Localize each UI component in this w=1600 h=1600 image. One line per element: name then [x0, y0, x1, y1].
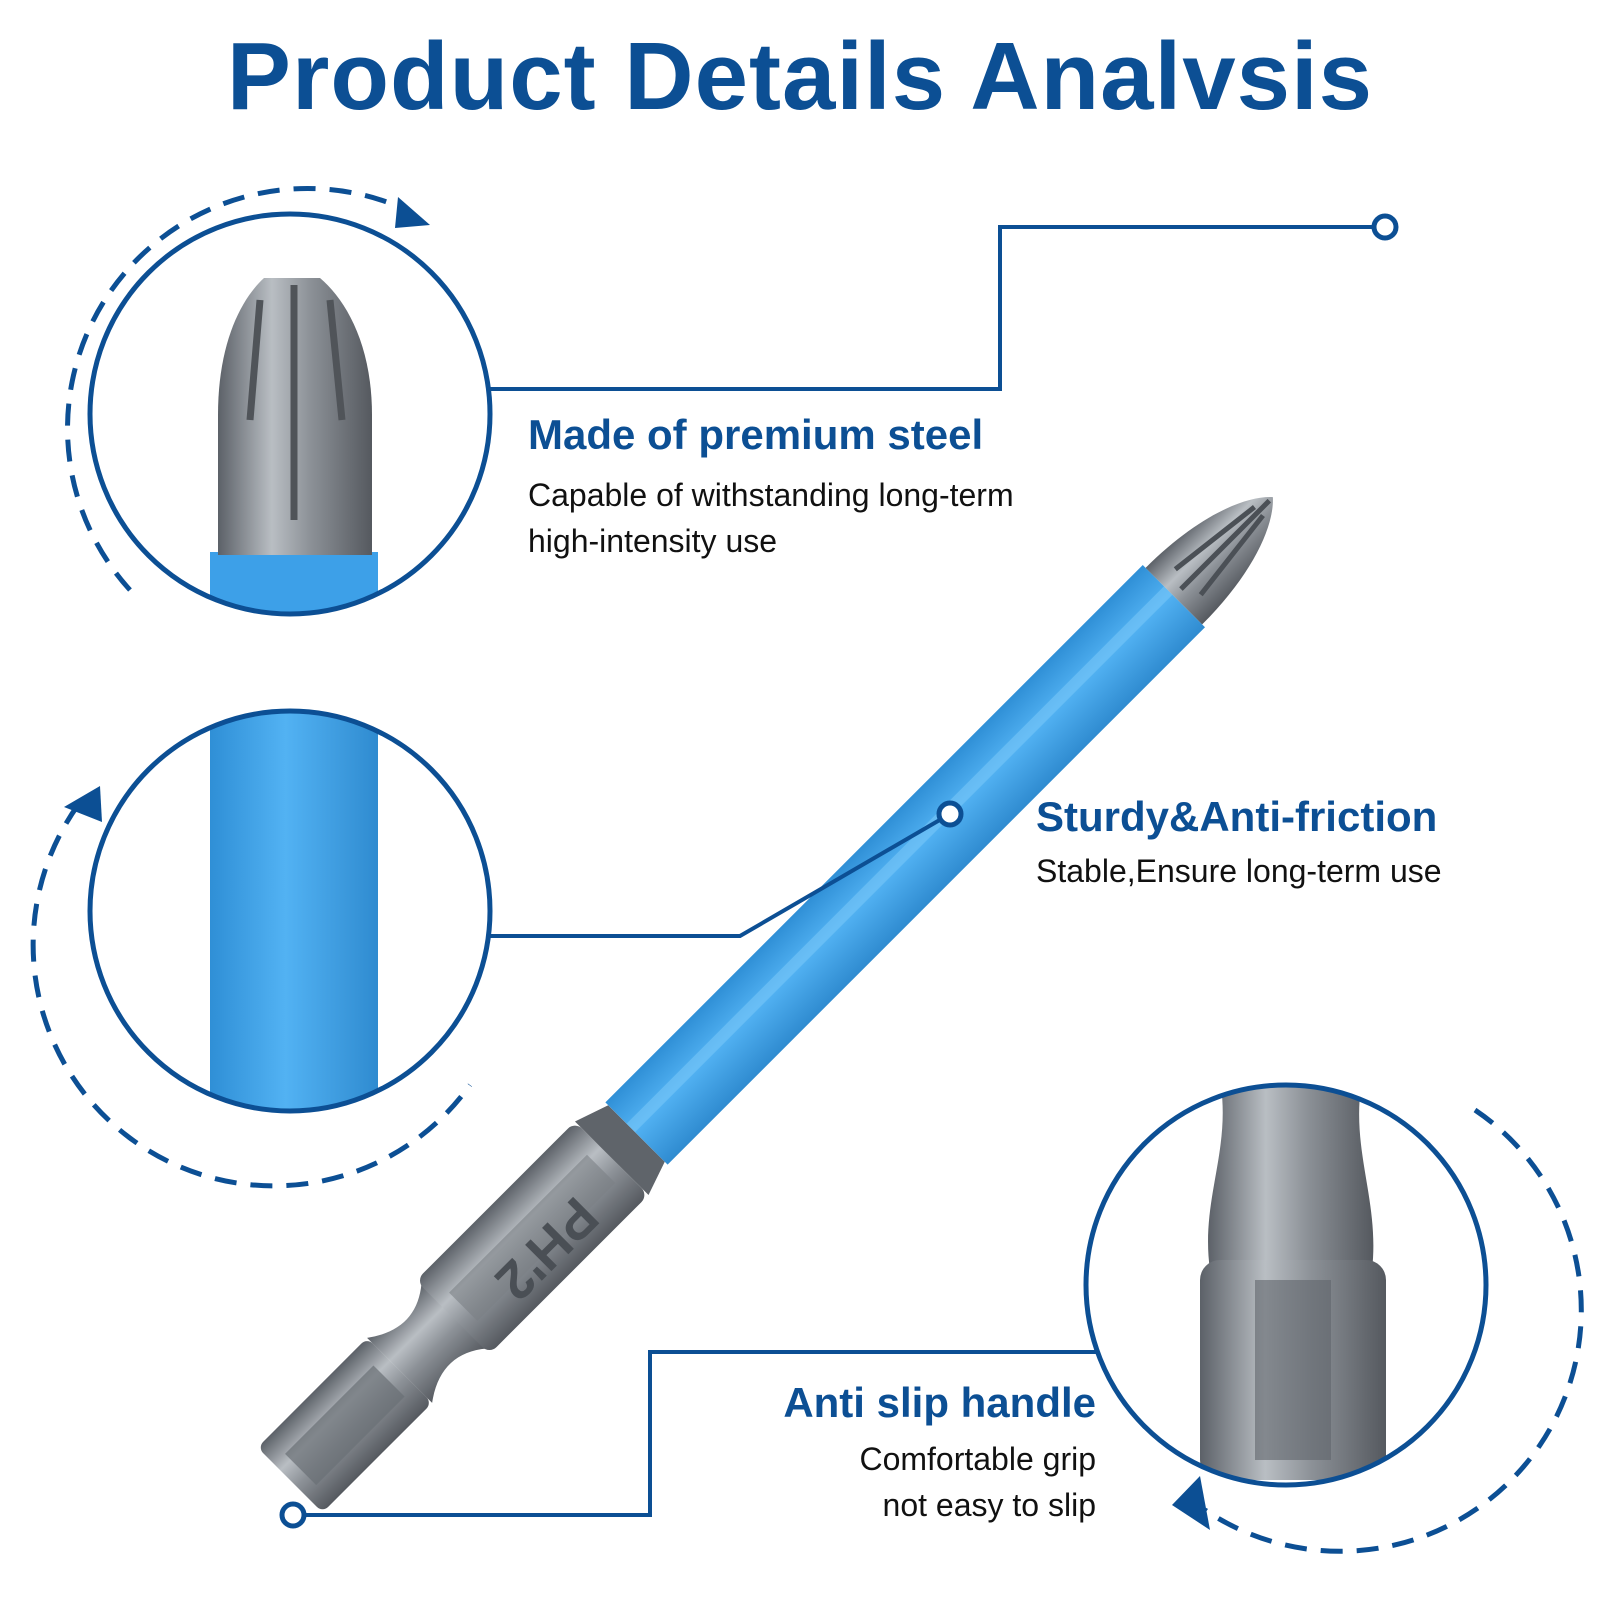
collar-face	[449, 1154, 616, 1321]
callout-sturdy: Sturdy&Anti-friction Stable,Ensure long-…	[1036, 792, 1556, 894]
detail-hex-circle	[1083, 1082, 1584, 1554]
arrow-icon	[1172, 1476, 1210, 1530]
blue-shank	[605, 565, 1205, 1165]
screwdriver-bit: PH'2	[260, 497, 1273, 1510]
callout-anti-slip: Anti slip handle Comfortable grip not ea…	[700, 1378, 1096, 1528]
dot-shank	[936, 800, 964, 828]
page-title: Product Details Analvsis	[226, 23, 1374, 130]
shank-highlight	[626, 586, 1173, 1133]
callout-premium-steel: Made of premium steel Capable of withsta…	[528, 410, 1088, 564]
connector-lines	[293, 225, 1385, 1517]
neck	[367, 1283, 487, 1403]
connector-handle	[293, 1350, 1110, 1517]
callout-line: high-intensity use	[528, 523, 778, 559]
detail-shank-circle	[30, 708, 493, 1189]
callout-line: Comfortable grip	[859, 1441, 1096, 1477]
taper	[574, 1105, 665, 1196]
detail-hex-neck	[1208, 1085, 1374, 1270]
tip-grooves	[1173, 498, 1272, 597]
callout-line: Stable,Ensure long-term use	[1036, 853, 1442, 889]
dashed-arc-right	[1203, 1107, 1584, 1554]
dot-tip	[1371, 213, 1399, 241]
detail-shank-blue	[210, 711, 378, 1111]
dashed-arc-top	[65, 185, 396, 592]
callout-heading: Made of premium steel	[528, 411, 984, 458]
callout-line: not easy to slip	[882, 1487, 1096, 1523]
arrow-icon	[64, 786, 102, 822]
callout-line: Capable of withstanding long-term	[528, 477, 1014, 513]
connector-shank	[490, 812, 952, 938]
connector-steel	[490, 225, 1385, 391]
dot-hex	[279, 1501, 307, 1529]
callout-heading: Anti slip handle	[783, 1379, 1096, 1426]
arrow-icon	[395, 197, 430, 228]
connector-dots	[279, 213, 1399, 1529]
detail-tip-circle	[65, 185, 493, 617]
hex-end-face	[285, 1365, 405, 1485]
callout-heading: Sturdy&Anti-friction	[1036, 793, 1438, 840]
dashed-arc-left	[30, 803, 473, 1189]
